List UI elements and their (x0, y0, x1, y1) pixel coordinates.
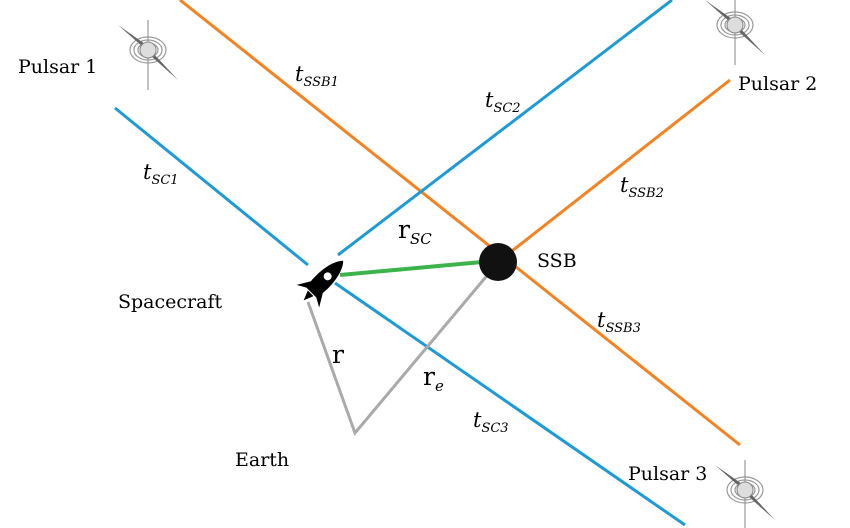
orange-line-ssb2 (497, 78, 731, 264)
t-sc1-label: tSC1 (143, 160, 179, 188)
ssb-label: SSB (537, 250, 577, 272)
blue-line-sc1 (114, 106, 309, 267)
pulsar-3-label: Pulsar 3 (628, 463, 708, 485)
t-symbol: t (295, 62, 304, 86)
t-symbol: t (473, 408, 482, 432)
spacecraft-label: Spacecraft (118, 291, 223, 313)
t-subscript: SC3 (481, 421, 509, 437)
green-vector-rsc (339, 260, 483, 277)
t-symbol: t (143, 160, 152, 184)
r-subscript: e (434, 377, 444, 395)
t-sc2-label: tSC2 (485, 88, 521, 116)
t-ssb2-label: tSSB2 (620, 173, 664, 201)
t-symbol: t (620, 173, 629, 197)
t-subscript: SSB1 (303, 75, 339, 91)
ssb-dot (479, 243, 517, 281)
t-symbol: t (597, 308, 606, 332)
earth-label: Earth (235, 449, 290, 471)
t-subscript: SSB3 (605, 321, 641, 337)
pulsar-3-icon (715, 460, 775, 528)
r-symbol: r (423, 362, 435, 391)
gray-vector-r-re (306, 271, 492, 436)
r-subscript: SC (409, 230, 432, 248)
blue-line-sc3 (334, 281, 686, 527)
r-symbol: r (398, 215, 410, 244)
pulsar-2-icon (705, 0, 765, 65)
blue-line-sc2 (337, 0, 673, 257)
pulsar-2-label: Pulsar 2 (738, 73, 818, 95)
t-symbol: t (485, 88, 494, 112)
t-sc3-label: tSC3 (473, 408, 509, 436)
pulsar-1-label: Pulsar 1 (18, 56, 98, 78)
r-label: r (332, 340, 344, 369)
t-subscript: SC2 (493, 101, 521, 117)
orange-line-ssb1-ssb3 (179, 0, 741, 447)
t-ssb3-label: tSSB3 (597, 308, 641, 336)
t-subscript: SSB2 (628, 186, 664, 202)
t-subscript: SC1 (151, 173, 179, 189)
r-sc-label: rSC (398, 215, 432, 248)
r-e-label: re (423, 362, 444, 395)
pulsar-1-icon (118, 20, 178, 90)
t-ssb1-label: tSSB1 (295, 62, 339, 90)
spacecraft-rocket-icon (296, 260, 344, 308)
